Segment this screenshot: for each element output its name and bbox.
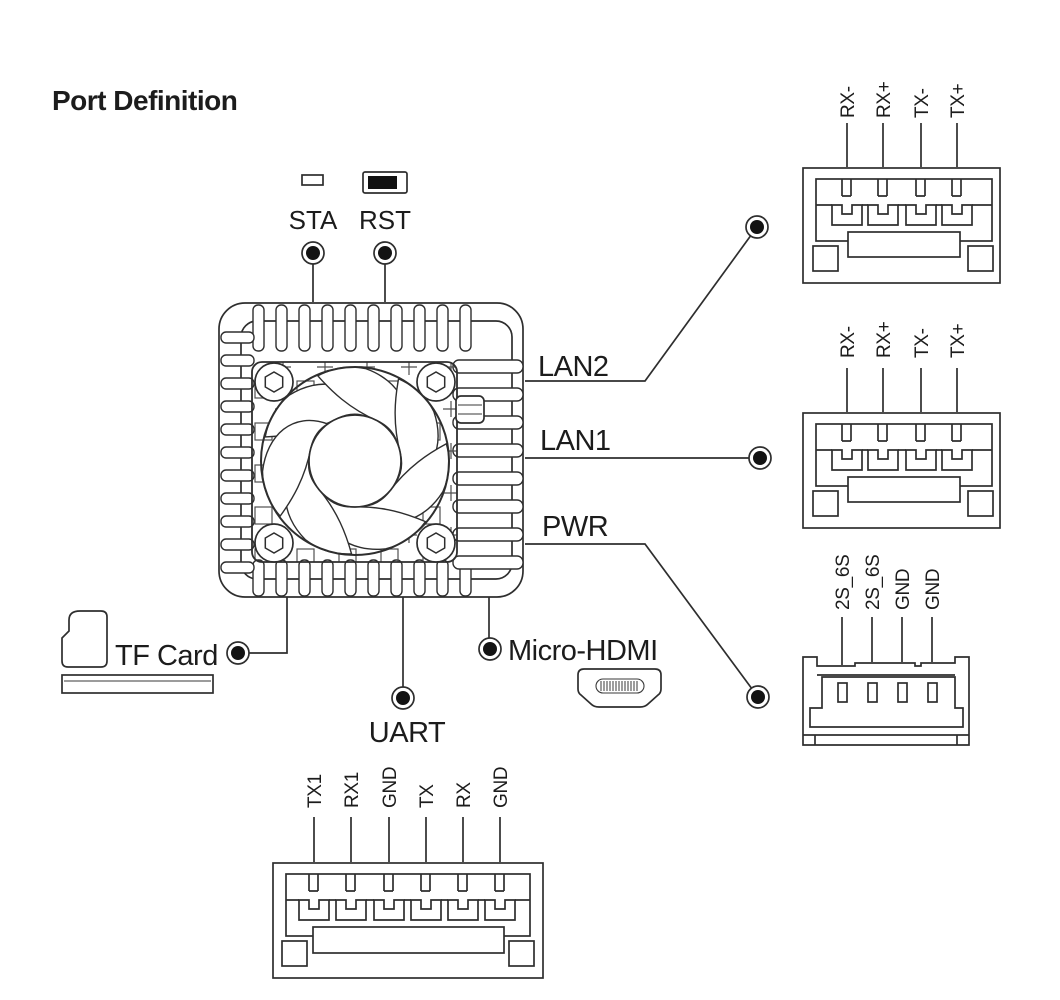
lan2-leader-line <box>525 226 758 382</box>
uart-pinout-connector: TX1 RX1 GND TX RX GND <box>272 767 544 979</box>
lan1-pinout-connector: RX- RX+ TX- TX+ <box>802 321 1001 529</box>
pwr-label: PWR <box>542 511 608 543</box>
rst-switch-icon <box>362 171 408 194</box>
pin-label-tx-minus: TX- <box>912 88 933 118</box>
pin-leader-lines <box>313 817 501 862</box>
pin-label-2s6s-1: 2S_6S <box>833 554 854 610</box>
rst-dot <box>373 241 397 265</box>
screw-top-left <box>254 362 294 402</box>
tf-card-label: TF Card <box>115 640 218 672</box>
pin-label-rx-minus: RX- <box>838 326 859 358</box>
fan <box>238 342 470 570</box>
pin-label-rx-plus: RX+ <box>874 81 895 118</box>
pin-label-gnd-1: GND <box>893 569 914 610</box>
lan2-dot <box>745 215 769 239</box>
screw-bottom-right <box>416 523 456 563</box>
tf-card-dot <box>226 641 250 665</box>
pin-label-2s6s-2: 2S_6S <box>863 554 884 610</box>
fan-rim <box>260 366 450 556</box>
rst-label: RST <box>359 205 411 235</box>
sta-label: STA <box>289 205 338 235</box>
uart-label: UART <box>369 717 446 749</box>
pin-label-gnd-2: GND <box>923 569 944 610</box>
pin-label-tx-minus: TX- <box>912 328 933 358</box>
screw-top-right <box>416 362 456 402</box>
pin-leader-lines <box>841 617 933 665</box>
tf-card-leader-line <box>239 597 288 654</box>
pwr-dot <box>746 685 770 709</box>
pwr-pinout-connector: 2S_6S 2S_6S GND GND <box>802 554 970 746</box>
status-reset-group: STA RST <box>289 171 411 302</box>
pin-label-tx1: TX1 <box>305 774 326 808</box>
sta-rst-leader-lines <box>312 264 386 302</box>
pin-label-gnd-2: GND <box>491 767 512 808</box>
port-callouts: LAN2 LAN1 PWR TF Card Micro-HDMI UART <box>115 215 772 749</box>
pin-label-tx-plus: TX+ <box>948 323 969 358</box>
side-connector-tab <box>455 395 485 424</box>
pin-label-gnd-1: GND <box>380 767 401 808</box>
lan1-dot <box>748 446 772 470</box>
pin-label-tx-plus: TX+ <box>948 83 969 118</box>
pin-leader-lines <box>846 123 958 167</box>
fan-hub <box>308 414 402 508</box>
pin-label-tx: TX <box>417 784 438 808</box>
sta-led-icon <box>301 174 324 186</box>
lan2-pinout-connector: RX- RX+ TX- TX+ <box>802 81 1001 284</box>
sta-dot <box>301 241 325 265</box>
screw-bottom-left <box>254 523 294 563</box>
heatsink-device <box>218 302 524 598</box>
pin-label-rx-plus: RX+ <box>874 321 895 358</box>
pin-label-rx: RX <box>454 782 475 808</box>
tf-card-icon <box>61 610 214 694</box>
micro-hdmi-dot <box>478 637 502 661</box>
pin-label-rx-minus: RX- <box>838 86 859 118</box>
pwr-leader-line <box>525 543 759 698</box>
tf-card-slot-icon <box>61 674 214 694</box>
lan2-label: LAN2 <box>538 351 609 383</box>
pin-label-rx1: RX1 <box>342 772 363 808</box>
micro-hdmi-label: Micro-HDMI <box>508 635 658 667</box>
uart-dot <box>391 686 415 710</box>
pin-leader-lines <box>846 368 958 412</box>
page-title: Port Definition <box>52 85 237 116</box>
micro-hdmi-icon <box>577 668 662 708</box>
lan1-label: LAN1 <box>540 425 611 457</box>
